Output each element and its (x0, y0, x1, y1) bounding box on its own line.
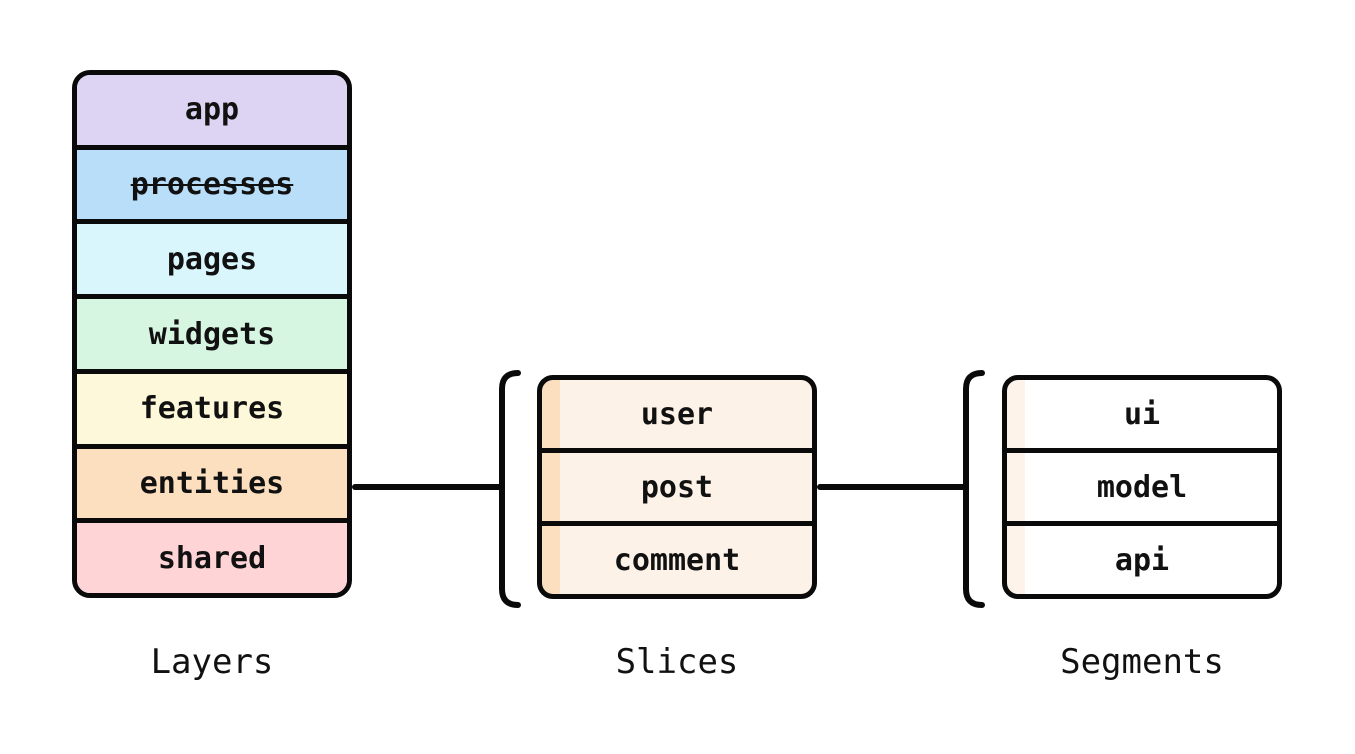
layer-row-shared: shared (77, 518, 347, 593)
layer-row-pages: pages (77, 219, 347, 295)
slice-row-comment: comment (542, 521, 812, 594)
layer-label: pages (166, 241, 258, 277)
segment-label: api (1114, 542, 1170, 578)
caption-segments: Segments (1060, 642, 1224, 682)
layer-row-processes: processes (77, 144, 347, 220)
segment-label: model (1096, 469, 1188, 505)
segments-box: ui model api (1002, 375, 1282, 599)
layer-label: shared (157, 540, 267, 576)
layer-label: widgets (148, 316, 276, 352)
layer-label: entities (139, 465, 285, 501)
bracket-icon (963, 370, 985, 608)
connector-line-layers-slices (352, 484, 502, 490)
slice-label: comment (613, 542, 741, 578)
slice-row-user: user (542, 380, 812, 448)
caption-slices: Slices (615, 642, 739, 682)
slice-row-post: post (542, 448, 812, 521)
segment-row-api: api (1007, 521, 1277, 594)
slice-label: post (640, 469, 714, 505)
layer-row-widgets: widgets (77, 294, 347, 369)
segment-row-ui: ui (1007, 380, 1277, 448)
layer-row-entities: entities (77, 443, 347, 519)
slices-box: user post comment (537, 375, 817, 599)
slice-label: user (640, 396, 714, 432)
bracket-icon (499, 370, 521, 608)
segment-row-model: model (1007, 448, 1277, 521)
connector-line-slices-segments (817, 484, 966, 490)
caption-layers: Layers (150, 642, 274, 682)
layer-label: processes (130, 167, 294, 203)
segment-label: ui (1123, 396, 1161, 432)
layer-label: app (184, 92, 240, 128)
layers-stack: app processes pages widgets features ent… (72, 70, 352, 598)
layer-row-features: features (77, 368, 347, 444)
layer-label: features (139, 391, 285, 427)
layer-row-app: app (77, 75, 347, 145)
